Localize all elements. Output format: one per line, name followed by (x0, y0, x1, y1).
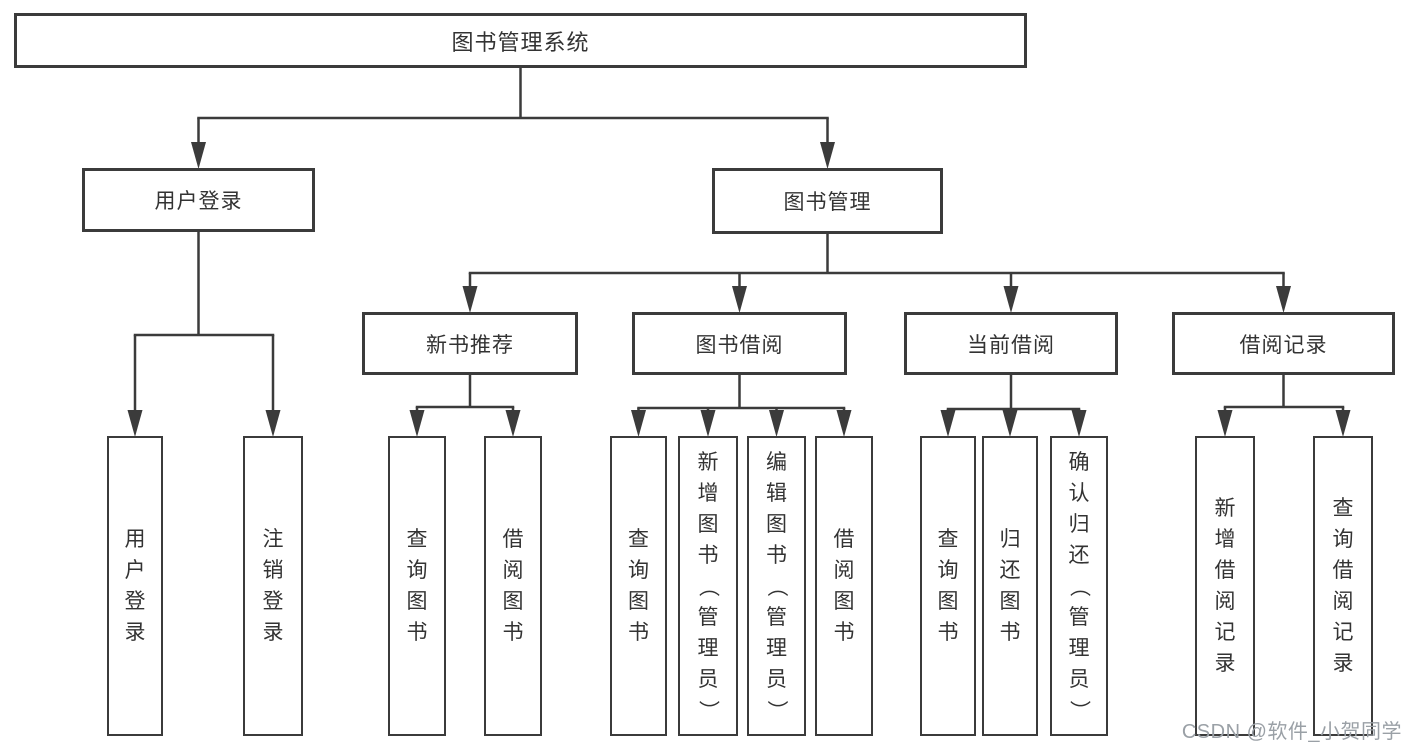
node-char: 管 (697, 605, 719, 629)
node-char: 询 (937, 559, 959, 582)
node-char: 增 (697, 481, 719, 505)
node-char: 管 (1068, 605, 1090, 629)
node-char: 销 (262, 559, 284, 582)
node-leaf-cur-confirm: 确认归还 （ 管理员 ） (1050, 436, 1108, 736)
node-char: 图 (833, 590, 855, 613)
node-leaf-bw-borrow: 借阅图书 (815, 436, 873, 736)
node-char: 书 (833, 621, 855, 644)
node-char: 还 (1068, 543, 1090, 567)
node-char: 图 (697, 512, 719, 536)
node-mgmt: 图书管理 (712, 168, 943, 234)
node-char: 询 (406, 559, 428, 582)
node-root: 图书管理系统 (14, 13, 1027, 68)
node-leaf-nb-query: 查询图书 (388, 436, 446, 736)
node-char: 录 (262, 621, 284, 644)
node-char: 注 (262, 528, 284, 551)
node-char: （ (1067, 575, 1091, 597)
node-current: 当前借阅 (904, 312, 1118, 375)
node-char: 阅 (1214, 590, 1236, 613)
node-records: 借阅记录 (1172, 312, 1395, 375)
node-char: 书 (766, 543, 787, 567)
node-char: 还 (999, 559, 1021, 582)
node-char: 借 (502, 528, 524, 551)
node-char: 书 (697, 543, 719, 567)
node-char: 图 (628, 590, 649, 613)
node-char: 管 (766, 605, 787, 629)
node-char: 归 (1068, 512, 1090, 536)
node-char: 录 (1214, 652, 1236, 675)
node-leaf-cur-return: 归还图书 (982, 436, 1038, 736)
node-char: 辑 (766, 481, 787, 505)
node-char: 询 (628, 559, 649, 582)
node-char: 户 (124, 559, 146, 582)
node-leaf-rec-add: 新增借阅记录 (1195, 436, 1255, 736)
node-newbook: 新书推荐 (362, 312, 578, 375)
node-char: ） (696, 699, 720, 721)
node-char: 阅 (833, 559, 855, 582)
node-leaf-cur-query: 查询图书 (920, 436, 976, 736)
node-leaf-logout: 注销登录 (243, 436, 303, 736)
node-char: 登 (124, 590, 146, 613)
node-login: 用户登录 (82, 168, 315, 232)
node-char: 阅 (502, 559, 524, 582)
node-char: 书 (628, 621, 649, 644)
node-char: 书 (502, 621, 524, 644)
node-char: 员 (766, 667, 787, 691)
node-char: 图 (937, 590, 959, 613)
node-char: （ (696, 575, 720, 597)
node-char: 新 (697, 450, 719, 474)
node-char: 图 (766, 512, 787, 536)
node-char: ） (765, 699, 788, 721)
node-char: 录 (1332, 652, 1354, 675)
node-char: 借 (1214, 559, 1236, 582)
node-char: 新 (1214, 497, 1236, 520)
node-char: 图 (406, 590, 428, 613)
node-char: 归 (999, 528, 1021, 551)
csdn-watermark: CSDN @软件_小贺同学 (1181, 721, 1402, 743)
node-char: 图 (999, 590, 1021, 613)
node-char: 书 (406, 621, 428, 644)
node-char: （ (765, 575, 788, 597)
node-leaf-bw-add: 新增图书 （ 管理员 ） (678, 436, 738, 736)
node-char: 记 (1214, 621, 1236, 644)
node-leaf-user-login: 用户登录 (107, 436, 163, 736)
node-char: 编 (766, 450, 787, 474)
node-char: 查 (406, 528, 428, 551)
node-char: 理 (1068, 636, 1090, 660)
node-char: 理 (766, 636, 787, 660)
node-char: 查 (628, 528, 649, 551)
node-char: 登 (262, 590, 284, 613)
node-leaf-rec-query: 查询借阅记录 (1313, 436, 1373, 736)
node-leaf-nb-borrow: 借阅图书 (484, 436, 542, 736)
node-char: 图 (502, 590, 524, 613)
node-char: ） (1067, 699, 1091, 721)
node-char: 员 (697, 667, 719, 691)
node-char: 记 (1332, 621, 1354, 644)
node-char: 录 (124, 621, 146, 644)
node-char: 书 (999, 621, 1021, 644)
node-char: 查 (937, 528, 959, 551)
node-char: 用 (124, 528, 146, 551)
node-char: 阅 (1332, 590, 1354, 613)
node-char: 询 (1332, 528, 1354, 551)
node-char: 员 (1068, 667, 1090, 691)
node-char: 确 (1068, 450, 1090, 474)
node-char: 借 (1332, 559, 1354, 582)
node-char: 书 (937, 621, 959, 644)
node-char: 借 (833, 528, 855, 551)
node-char: 认 (1068, 481, 1090, 505)
node-char: 增 (1214, 528, 1236, 551)
node-leaf-bw-edit: 编辑图书 （ 管理员 ） (747, 436, 806, 736)
node-char: 理 (697, 636, 719, 660)
node-borrow: 图书借阅 (632, 312, 847, 375)
node-leaf-bw-query: 查询图书 (610, 436, 667, 736)
node-char: 查 (1332, 497, 1354, 520)
